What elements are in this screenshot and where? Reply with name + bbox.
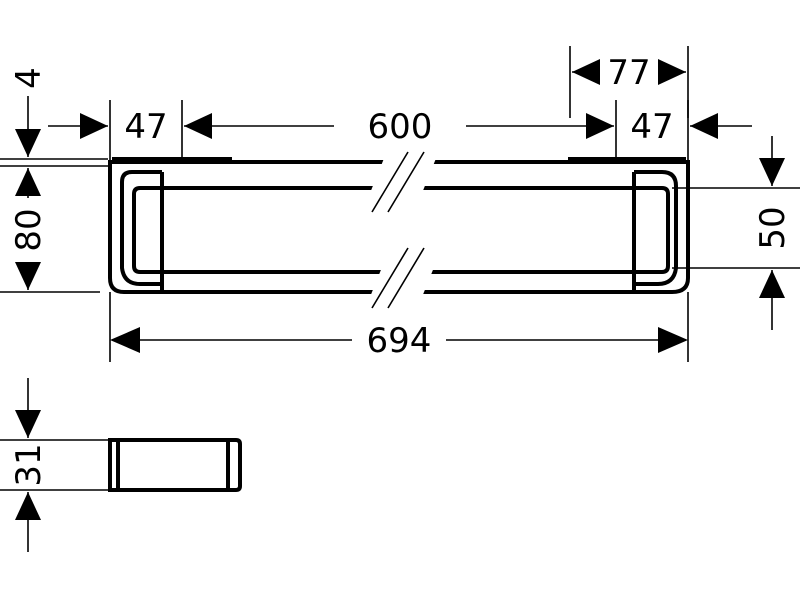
dimension-label-600: 600 <box>368 107 433 147</box>
dimension-label-50: 50 <box>753 206 793 249</box>
arrow-head <box>586 113 614 139</box>
inner-bar-outline <box>132 186 670 274</box>
dimension-label-694: 694 <box>367 321 432 361</box>
arrow-head <box>572 59 600 85</box>
dimension-label-4: 4 <box>9 67 49 89</box>
break-mark <box>371 151 409 213</box>
side-view <box>108 438 242 492</box>
dimension-top-offset: 4 <box>0 67 108 167</box>
dimension-label-77: 77 <box>607 53 650 93</box>
break-mark <box>371 247 409 309</box>
arrow-head <box>15 492 41 520</box>
dimension-right-bracket: 77 <box>569 46 689 118</box>
arrow-head <box>759 270 785 298</box>
break-mark <box>387 247 425 309</box>
front-view <box>108 150 690 310</box>
dimension-left-end: 47 <box>48 100 168 160</box>
dimension-height: 80 <box>0 168 100 293</box>
arrow-head <box>110 327 140 353</box>
right-end-cap <box>634 170 678 286</box>
dimension-inner-height: 50 <box>672 136 800 330</box>
arrow-head <box>759 158 785 186</box>
dimension-overall-length: 694 <box>109 292 689 362</box>
left-end-cap <box>120 170 162 286</box>
arrow-head <box>15 168 41 196</box>
break-gap-bottom <box>364 250 441 310</box>
dimension-center-span: 600 <box>181 100 617 160</box>
rail-outer-outline <box>108 160 690 294</box>
arrow-head <box>80 113 108 139</box>
arrow-head <box>15 129 41 157</box>
arrow-head <box>658 59 686 85</box>
break-mark <box>387 151 425 213</box>
arrow-head <box>658 327 688 353</box>
arrow-head <box>184 113 212 139</box>
dimension-label-47-right: 47 <box>630 107 673 147</box>
arrow-head <box>15 262 41 290</box>
arrow-head <box>15 410 41 438</box>
bracket-outline <box>108 438 242 492</box>
dimension-side-depth: 31 <box>0 378 108 552</box>
break-gap-top <box>363 150 440 210</box>
dimension-label-47-left: 47 <box>124 107 167 147</box>
dimension-label-31: 31 <box>9 443 49 486</box>
dimension-label-80: 80 <box>9 208 49 251</box>
arrow-head <box>690 113 718 139</box>
dimension-right-end: 47 <box>630 100 752 160</box>
